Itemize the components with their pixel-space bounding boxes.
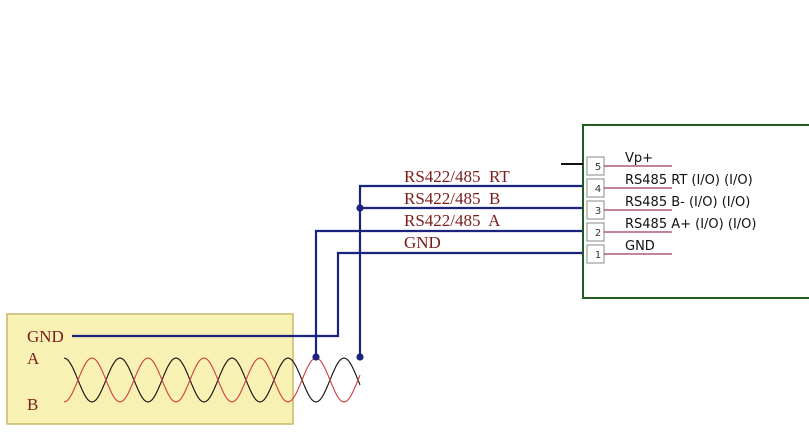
pin-label-3: RS485 B- (I/O) (I/O) <box>625 195 750 210</box>
net-label-gnd: GND <box>404 233 441 252</box>
pin-label-2: RS485 A+ (I/O) (I/O) <box>625 217 756 232</box>
cable-block: GND A B <box>6 313 361 425</box>
pin-number-3: 3 <box>595 206 601 217</box>
cable-box <box>6 313 294 425</box>
wire-gnd <box>72 251 583 338</box>
net-label-a: RS422/485 A <box>404 211 501 230</box>
pin-number-2: 2 <box>595 228 601 239</box>
pin-lines <box>604 165 672 255</box>
pin-label-5: Vp+ <box>625 151 653 166</box>
junction-rt-dot <box>356 204 364 212</box>
net-label-b: RS422/485 B <box>404 189 500 208</box>
twisted-wire-a <box>63 357 361 403</box>
wire-rt <box>358 184 583 208</box>
pin-numbers: 5 4 3 2 1 <box>595 162 601 261</box>
net-labels: RS422/485 RT RS422/485 B RS422/485 A GND <box>404 167 510 252</box>
junctions <box>312 204 364 361</box>
pin-label-4: RS485 RT (I/O) (I/O) <box>625 173 753 188</box>
device-box-border <box>582 124 809 299</box>
twisted-wire-b <box>63 357 361 403</box>
cable-a-label: A <box>27 349 40 368</box>
wire-a <box>314 229 583 357</box>
cable-b-label: B <box>27 395 38 414</box>
pin-number-1: 1 <box>595 250 601 261</box>
pin-labels: Vp+ RS485 RT (I/O) (I/O) RS485 B- (I/O) … <box>625 151 756 254</box>
pin-label-1: GND <box>625 239 655 254</box>
junction-a-dot <box>312 353 320 361</box>
pin-number-5: 5 <box>595 162 601 173</box>
cable-gnd-label: GND <box>27 327 64 346</box>
pin-number-4: 4 <box>595 184 601 195</box>
net-label-rt: RS422/485 RT <box>404 167 510 186</box>
device-block: 5 4 3 2 1 Vp+ RS485 RT (I/O) (I/O) RS485… <box>561 124 809 299</box>
junction-b-dot <box>356 353 364 361</box>
